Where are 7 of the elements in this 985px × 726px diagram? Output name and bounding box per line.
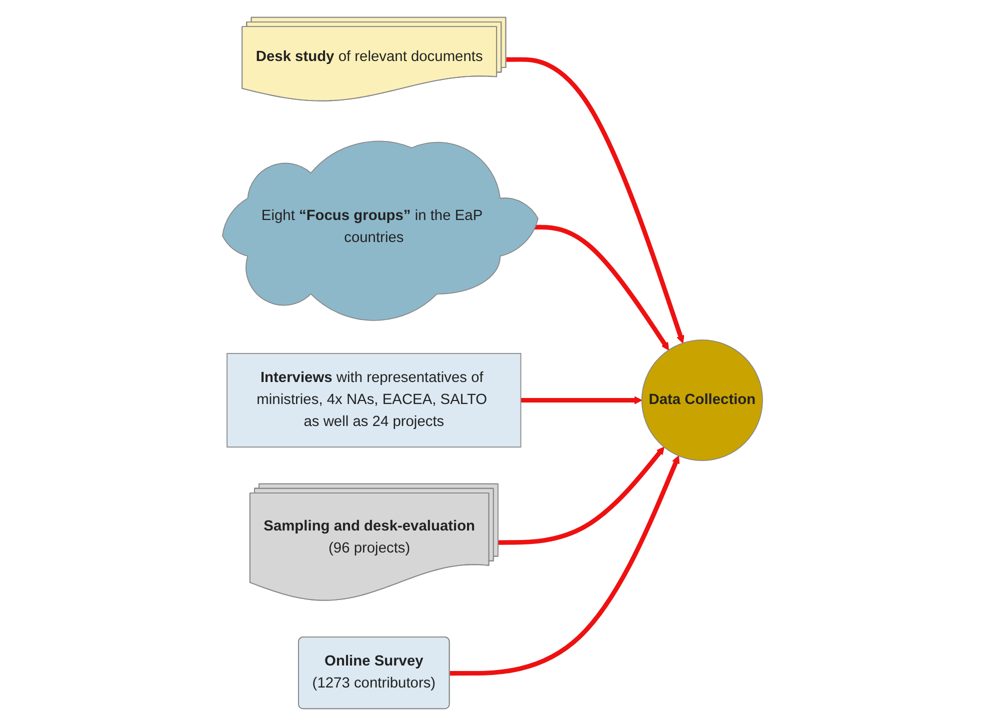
node-box — [226, 353, 522, 448]
arrow — [520, 396, 642, 404]
arrow — [498, 446, 664, 545]
arrow — [450, 455, 680, 676]
arrow — [506, 57, 684, 344]
arrow — [532, 224, 670, 350]
node-circle — [641, 339, 763, 462]
